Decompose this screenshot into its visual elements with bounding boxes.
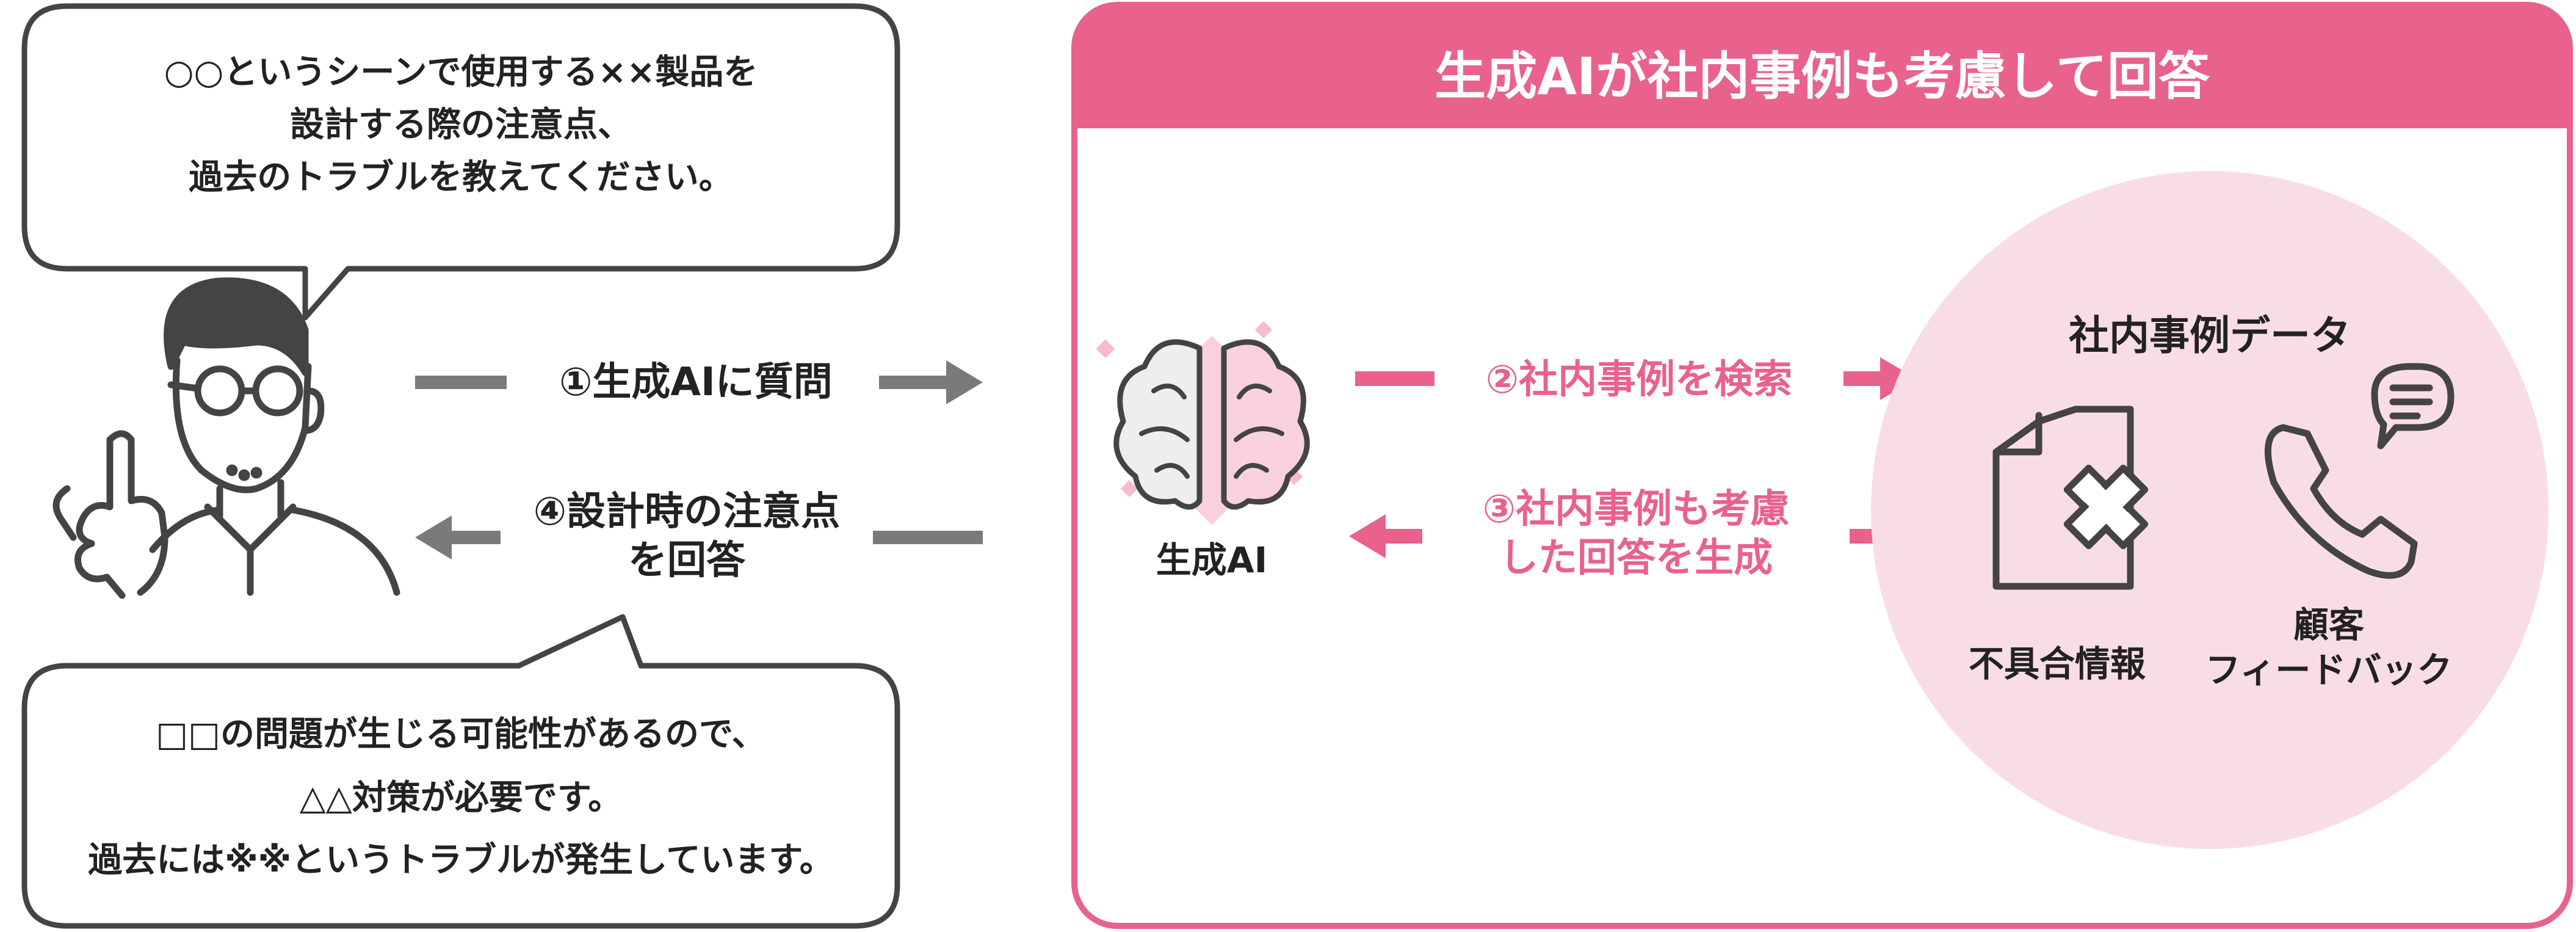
question-line-3: 過去のトラブルを教えてください。 (189, 158, 733, 197)
phone-chat-icon (2264, 363, 2455, 579)
step3-label-line-2: した回答を生成 (1499, 536, 1773, 581)
question-line-2: 設計する際の注意点、 (290, 105, 632, 145)
panel-title: 生成AIが社内事例も考慮して回答 (1435, 46, 2210, 106)
defect-document-icon (1992, 406, 2149, 590)
answer-line-2: △△対策が必要です。 (299, 778, 623, 818)
step4-label-line-1: ④設計時の注意点 (533, 489, 841, 534)
answer-bubble (21, 614, 900, 929)
case-data-title: 社内事例データ (2069, 312, 2351, 359)
question-line-1: ○○というシーンで使用する××製品を (164, 53, 758, 92)
question-bubble (21, 3, 900, 321)
case-data-circle (1871, 171, 2549, 849)
step4-label-line-2: を回答 (628, 538, 745, 583)
step2-label: ②社内事例を検索 (1485, 357, 1793, 402)
brain-icon (1096, 321, 1310, 525)
arrow-step1 (415, 360, 983, 404)
step3-label-line-1: ③社内事例も考慮 (1482, 487, 1790, 532)
answer-line-1: □□の問題が生じる可能性があるので、 (156, 715, 766, 754)
ai-label: 生成AI (1156, 539, 1268, 581)
arrow-step4 (415, 515, 983, 559)
person-icon (52, 277, 400, 599)
customer-label-line-1: 顧客 (2293, 604, 2364, 646)
step1-label: ①生成AIに質問 (559, 360, 833, 405)
defect-info-label: 不具合情報 (1968, 643, 2146, 685)
customer-label-line-2: フィードバック (2205, 649, 2453, 691)
answer-line-3: 過去には※※というトラブルが発生しています。 (88, 840, 834, 880)
